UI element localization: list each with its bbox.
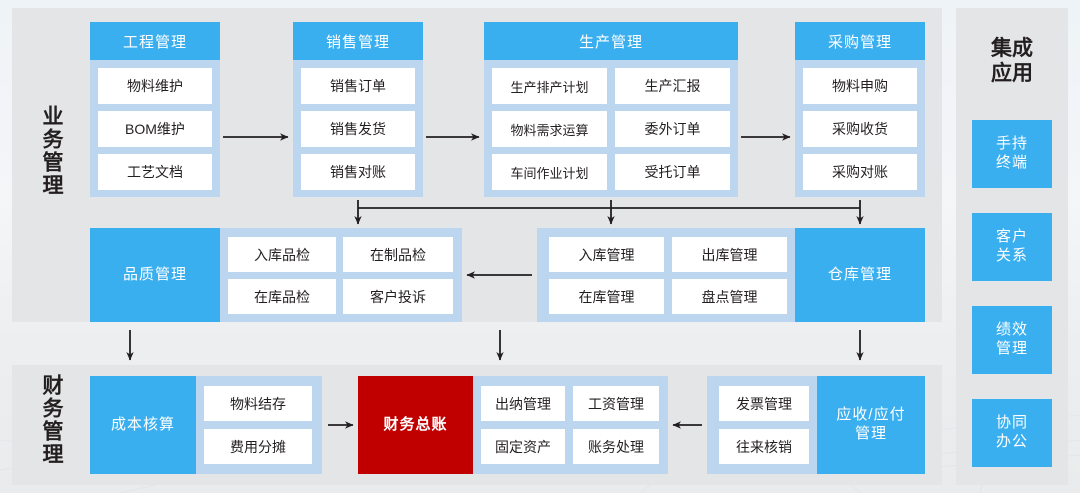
cell-warehouse-0[interactable]: 入库管理 [549, 237, 664, 272]
group-cost: 成本核算 物料结存 费用分摊 [90, 376, 322, 474]
business-section-label: 业务管理 [40, 105, 63, 197]
cell-engineering-0[interactable]: 物料维护 [98, 68, 212, 104]
cell-receivable-0[interactable]: 发票管理 [719, 386, 809, 421]
group-ledger-title[interactable]: 财务总账 [358, 376, 473, 474]
cell-warehouse-3[interactable]: 盘点管理 [672, 279, 787, 314]
cell-quality-0[interactable]: 入库品检 [228, 237, 336, 272]
cell-quality-3[interactable]: 客户投诉 [343, 279, 453, 314]
group-warehouse: 入库管理 出库管理 在库管理 盘点管理 仓库管理 [537, 228, 925, 322]
group-warehouse-title[interactable]: 仓库管理 [795, 228, 925, 322]
cell-quality-1[interactable]: 在制品检 [343, 237, 453, 272]
cell-warehouse-1[interactable]: 出库管理 [672, 237, 787, 272]
cell-sales-0[interactable]: 销售订单 [301, 68, 415, 104]
app-tile-collaborative-office[interactable]: 协同办公 [972, 399, 1052, 467]
group-purchasing-title[interactable]: 采购管理 [795, 22, 925, 60]
cell-purchasing-2[interactable]: 采购对账 [803, 154, 917, 190]
cell-engineering-1[interactable]: BOM维护 [98, 111, 212, 147]
cell-production-3[interactable]: 委外订单 [615, 111, 730, 147]
cell-purchasing-0[interactable]: 物料申购 [803, 68, 917, 104]
integrated-apps-title: 集成应用 [991, 37, 1033, 86]
cell-production-4[interactable]: 车间作业计划 [492, 154, 607, 190]
cell-production-0[interactable]: 生产排产计划 [492, 68, 607, 104]
app-tile-customer-relations[interactable]: 客户关系 [972, 213, 1052, 281]
cell-cost-1[interactable]: 费用分摊 [204, 429, 312, 464]
cell-production-1[interactable]: 生产汇报 [615, 68, 730, 104]
cell-production-5[interactable]: 受托订单 [615, 154, 730, 190]
cell-receivable-1[interactable]: 往来核销 [719, 429, 809, 464]
app-tile-performance-management[interactable]: 绩效管理 [972, 306, 1052, 374]
group-receivable-title[interactable]: 应收/应付管理 [817, 376, 925, 474]
cell-sales-1[interactable]: 销售发货 [301, 111, 415, 147]
group-purchasing: 采购管理 物料申购 采购收货 采购对账 [795, 22, 925, 197]
cell-engineering-2[interactable]: 工艺文档 [98, 154, 212, 190]
group-ledger: 财务总账 出纳管理 工资管理 固定资产 账务处理 [358, 376, 668, 474]
cell-sales-2[interactable]: 销售对账 [301, 154, 415, 190]
cell-ledger-3[interactable]: 账务处理 [573, 429, 659, 464]
group-production: 生产管理 生产排产计划 生产汇报 物料需求运算 委外订单 车间作业计划 受托订单 [484, 22, 738, 197]
cell-production-2[interactable]: 物料需求运算 [492, 111, 607, 147]
group-cost-title[interactable]: 成本核算 [90, 376, 196, 474]
group-engineering: 工程管理 物料维护 BOM维护 工艺文档 [90, 22, 220, 197]
group-sales-title[interactable]: 销售管理 [293, 22, 423, 60]
group-engineering-title[interactable]: 工程管理 [90, 22, 220, 60]
group-production-title[interactable]: 生产管理 [484, 22, 738, 60]
integrated-apps-panel: 集成应用 手持终端 客户关系 绩效管理 协同办公 [956, 8, 1068, 485]
group-receivable: 发票管理 往来核销 应收/应付管理 [707, 376, 925, 474]
cell-ledger-0[interactable]: 出纳管理 [481, 386, 565, 421]
cell-warehouse-2[interactable]: 在库管理 [549, 279, 664, 314]
cell-ledger-2[interactable]: 固定资产 [481, 429, 565, 464]
group-sales: 销售管理 销售订单 销售发货 销售对账 [293, 22, 423, 197]
cell-cost-0[interactable]: 物料结存 [204, 386, 312, 421]
cell-ledger-1[interactable]: 工资管理 [573, 386, 659, 421]
group-quality-title[interactable]: 品质管理 [90, 228, 220, 322]
app-tile-handheld-terminal[interactable]: 手持终端 [972, 120, 1052, 188]
group-quality: 品质管理 入库品检 在制品检 在库品检 客户投诉 [90, 228, 462, 322]
cell-quality-2[interactable]: 在库品检 [228, 279, 336, 314]
finance-section-label: 财务管理 [40, 374, 63, 466]
cell-purchasing-1[interactable]: 采购收货 [803, 111, 917, 147]
